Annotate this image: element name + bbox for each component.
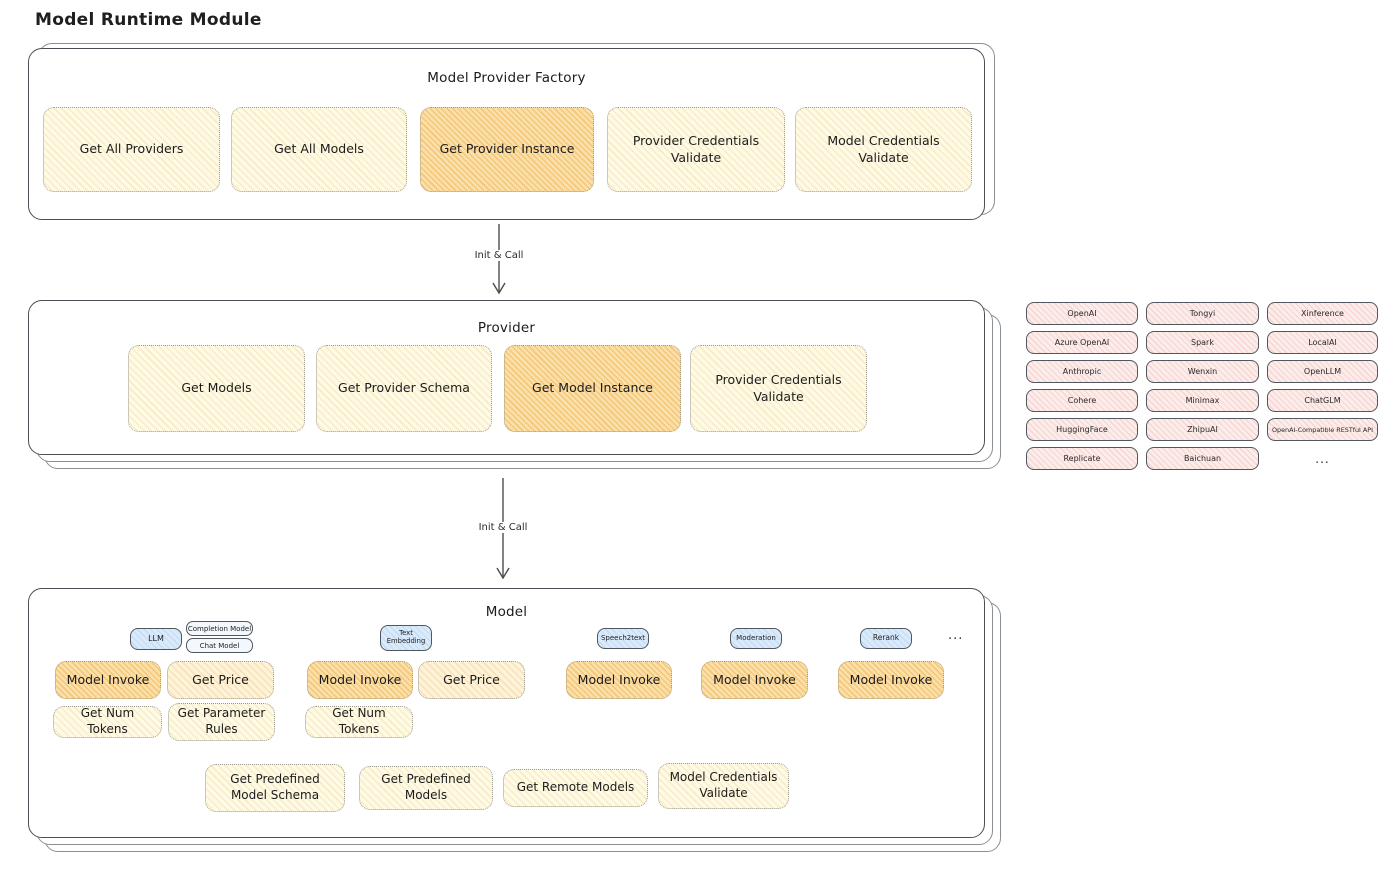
provider-chip: Tongyi [1146,302,1259,325]
provider-chip: OpenLLM [1267,360,1378,383]
node-embedding-get-num-tokens: Get Num Tokens [305,706,413,738]
provider-chip: ChatGLM [1267,389,1378,412]
node-get-predefined-models: Get Predefined Models [359,766,493,810]
node-llm-get-num-tokens: Get Num Tokens [53,706,162,738]
provider-chip: Azure OpenAI [1026,331,1138,354]
node-model-credentials-validate: Model Credentials Validate [795,107,972,192]
node-get-model-instance: Get Model Instance [504,345,681,432]
node-rerank-model-invoke: Model Invoke [838,661,944,699]
provider-chip: LocalAI [1267,331,1378,354]
node-get-all-models: Get All Models [231,107,407,192]
node-get-provider-schema: Get Provider Schema [316,345,492,432]
provider-chip: Cohere [1026,389,1138,412]
providers-panel: OpenAI Tongyi Xinference Azure OpenAI Sp… [1026,302,1378,470]
arrow-label-init-call-1: Init & Call [469,250,529,261]
provider-title: Provider [477,320,536,336]
subtab-completion-model: Completion Model [186,621,253,636]
node-get-all-providers: Get All Providers [43,107,220,192]
node-get-models: Get Models [128,345,305,432]
page-title: Model Runtime Module [35,10,262,30]
node-get-provider-instance: Get Provider Instance [420,107,594,192]
node-model-credentials-validate-2: Model Credentials Validate [658,763,789,809]
node-embedding-model-invoke: Model Invoke [307,661,413,699]
node-get-predefined-model-schema: Get Predefined Model Schema [205,764,345,812]
provider-chip: Baichuan [1146,447,1259,470]
node-provider-credentials-validate-2: Provider Credentials Validate [690,345,867,432]
node-llm-get-price: Get Price [167,661,274,699]
node-get-remote-models: Get Remote Models [503,769,648,807]
provider-chip: Minimax [1146,389,1259,412]
provider-chip: Replicate [1026,447,1138,470]
provider-chip: HuggingFace [1026,418,1138,441]
node-llm-model-invoke: Model Invoke [55,661,161,699]
node-moderation-model-invoke: Model Invoke [701,661,808,699]
arrow-label-init-call-2: Init & Call [473,522,533,533]
node-speech2text-model-invoke: Model Invoke [566,661,672,699]
provider-chip: OpenAI-Compatible RESTful API [1267,418,1378,441]
provider-chip: Anthropic [1026,360,1138,383]
tab-speech2text: Speech2text [597,628,649,649]
provider-chip-more: ... [1315,451,1330,466]
provider-chip: Wenxin [1146,360,1259,383]
factory-title: Model Provider Factory [427,70,586,86]
subtab-chat-model: Chat Model [186,638,253,653]
provider-chip: ZhipuAI [1146,418,1259,441]
provider-chip: Spark [1146,331,1259,354]
node-llm-get-parameter-rules: Get Parameter Rules [168,703,275,741]
tab-moderation: Moderation [730,628,782,649]
tab-text-embedding: Text Embedding [380,625,432,651]
provider-chip: OpenAI [1026,302,1138,325]
node-embedding-get-price: Get Price [418,661,525,699]
node-provider-credentials-validate: Provider Credentials Validate [607,107,785,192]
tab-rerank: Rerank [860,628,912,649]
tab-llm: LLM [130,628,182,650]
model-title: Model [485,604,528,620]
tabs-more: ... [948,628,964,643]
provider-chip: Xinference [1267,302,1378,325]
